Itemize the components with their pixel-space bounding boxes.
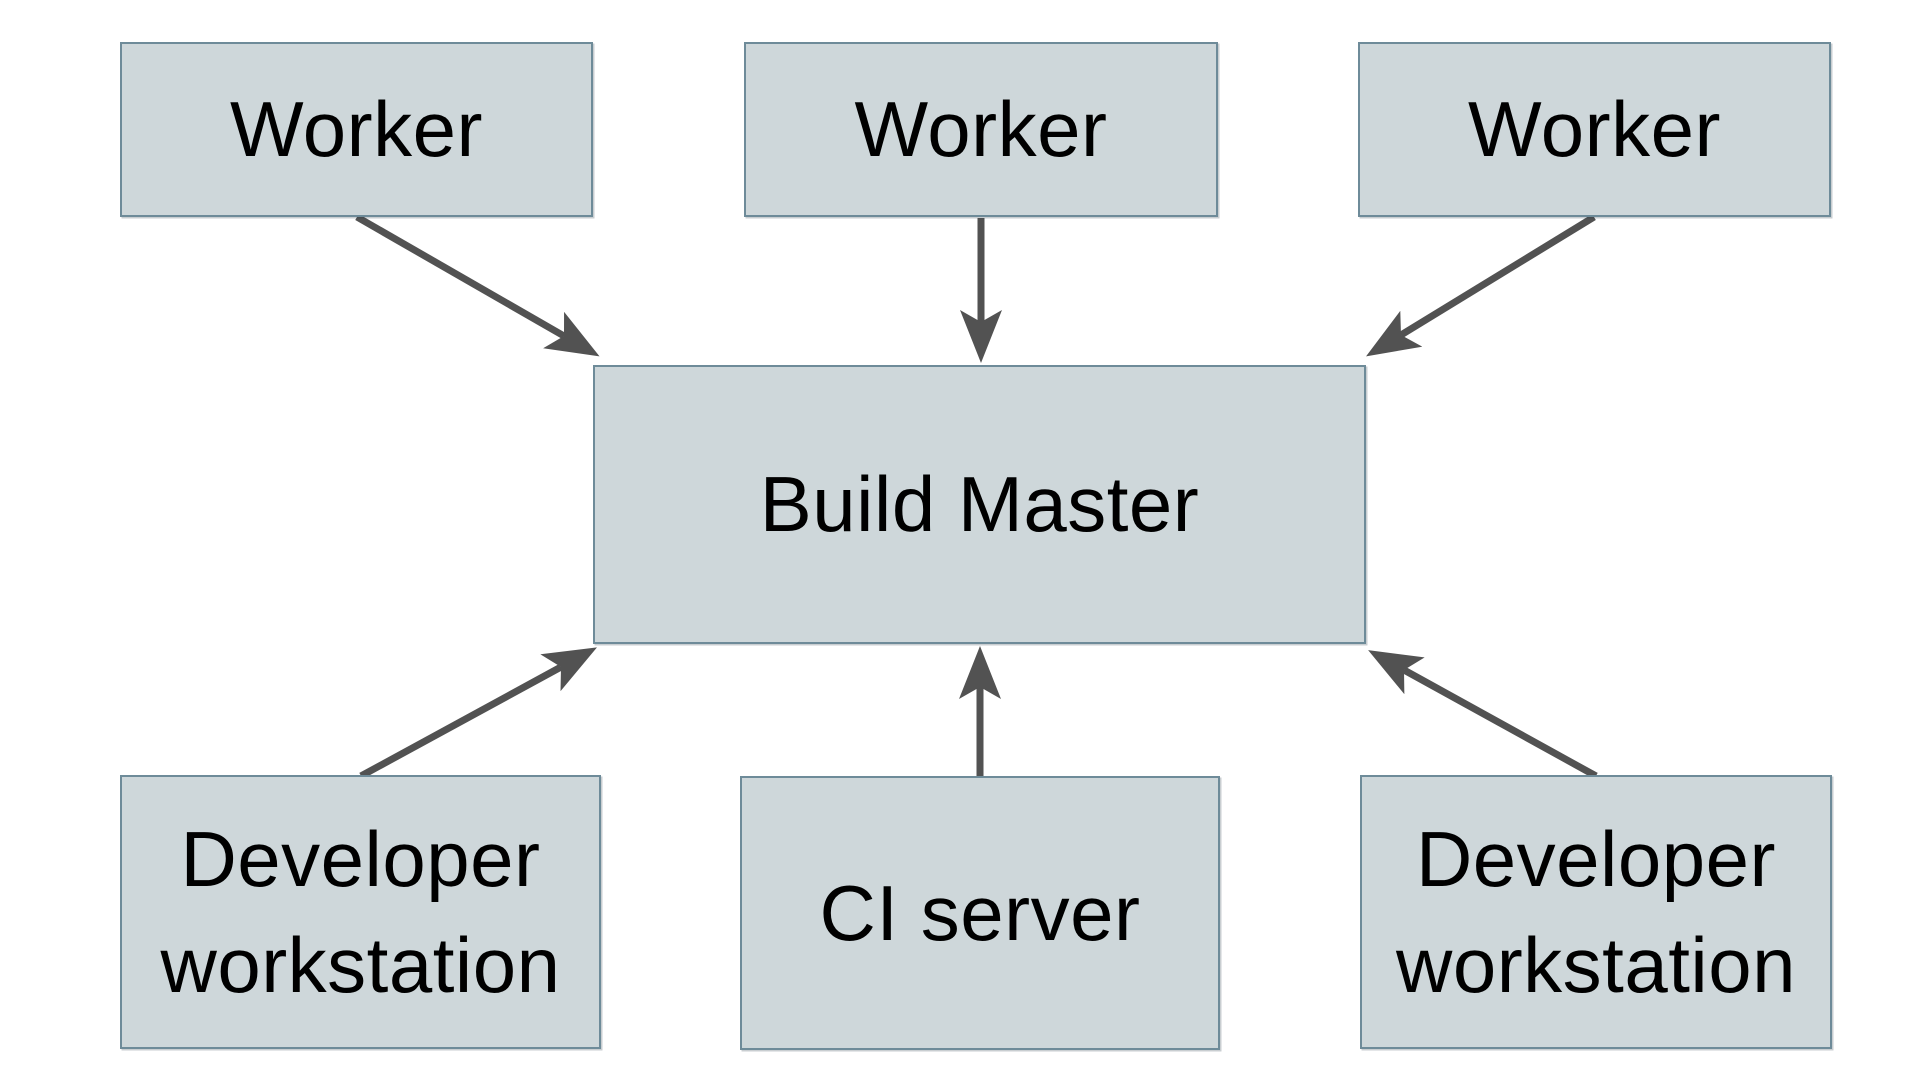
node-ci-server-label: CI server	[819, 868, 1141, 957]
node-worker-3: Worker	[1358, 42, 1831, 217]
node-developer-workstation-right: Developer workstation	[1360, 775, 1832, 1049]
node-worker-2: Worker	[744, 42, 1218, 217]
node-build-master-label: Build Master	[759, 460, 1200, 549]
node-worker-2-label: Worker	[854, 85, 1108, 174]
node-worker-1-label: Worker	[230, 85, 483, 174]
node-developer-workstation-left-label: Developer workstation	[160, 814, 561, 1009]
node-worker-3-label: Worker	[1468, 85, 1721, 174]
arrow-worker1-to-build-master	[355, 213, 600, 357]
arrow-dev-workstation-left-to-build-master	[359, 647, 598, 780]
node-developer-workstation-left: Developer workstation	[120, 775, 601, 1049]
node-developer-workstation-right-label: Developer workstation	[1396, 814, 1796, 1009]
arrow-worker3-to-build-master	[1366, 214, 1596, 357]
arrow-dev-workstation-right-to-build-master	[1368, 650, 1598, 780]
node-build-master: Build Master	[593, 365, 1366, 644]
node-worker-1: Worker	[120, 42, 593, 217]
node-ci-server: CI server	[740, 776, 1220, 1050]
